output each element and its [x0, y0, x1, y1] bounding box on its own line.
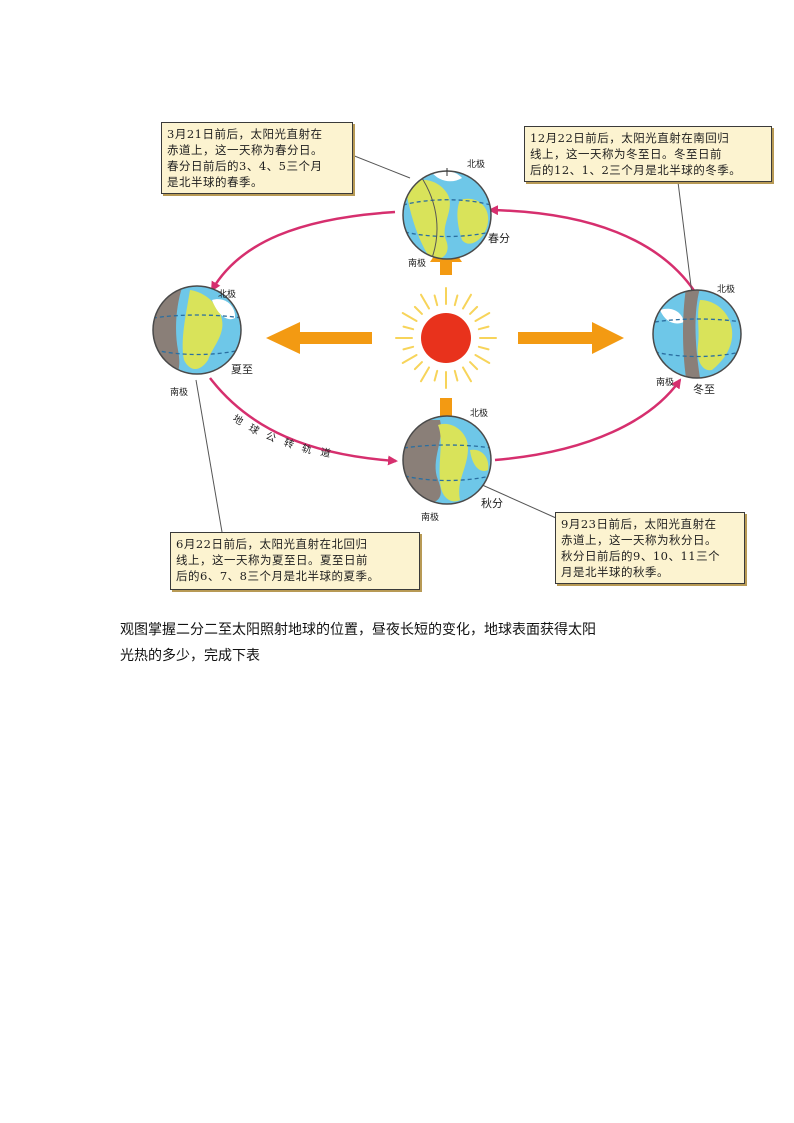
label-south-pole-right: 南极 [656, 376, 674, 388]
label-north-pole-top: 北极 [467, 158, 485, 170]
arrow-right [518, 322, 624, 354]
sun-ray [413, 361, 423, 371]
sun-ray [401, 312, 418, 322]
label-south-pole-top: 南极 [408, 257, 426, 269]
orbit-char: 公 [264, 431, 278, 445]
earth-spring [402, 168, 492, 260]
sun-ray [433, 294, 439, 307]
label-autumn-equinox: 秋分 [481, 496, 503, 510]
label-south-pole-bottom: 南极 [421, 511, 439, 523]
label-north-pole-bottom: 北极 [470, 407, 488, 419]
diagram-canvas: 北极 南极 北极 南极 北极 南极 北极 南极 春分 夏至 秋分 冬至 地 球 … [152, 154, 742, 533]
sun-ray [453, 369, 459, 382]
note-autumn-equinox: 9月23日前后，太阳光直射在 赤道上，这一天称为秋分日。 秋分日前后的9、10、… [555, 512, 745, 584]
sun-ray [462, 366, 472, 383]
sun-ray [433, 369, 439, 382]
orbit-arc-top-left [210, 210, 396, 292]
note-summer-solstice: 6月22日前后，太阳光直射在北回归 线上，这一天称为夏至日。夏至日前 后的6、7… [170, 532, 420, 590]
orbit-arc-top-right [488, 205, 697, 293]
earth-autumn [402, 415, 492, 505]
orbit-path [209, 205, 697, 466]
sun [421, 313, 471, 363]
orbit-arc-bottom-right [494, 378, 682, 462]
sun-ray [469, 305, 479, 315]
sun-ray [420, 293, 430, 310]
label-north-pole-left: 北极 [218, 288, 236, 300]
arrow-left [266, 322, 372, 354]
note-spring-equinox: 3月21日前后，太阳光直射在 赤道上，这一天称为春分日。 春分日前后的3、4、5… [161, 122, 353, 194]
sun-ray [474, 354, 491, 364]
sun-ray [462, 293, 472, 310]
instruction-text: 观图掌握二分二至太阳照射地球的位置，昼夜长短的变化，地球表面获得太阳 光热的多少… [120, 617, 680, 669]
orbit-char: 道 [319, 445, 331, 460]
sun-ray [477, 345, 490, 351]
sun-ray [477, 325, 490, 331]
sun-ray [474, 312, 491, 322]
sun-ray [402, 345, 415, 351]
instruction-line: 光热的多少，完成下表 [120, 648, 260, 664]
note-winter-solstice: 12月22日前后，太阳光直射在南回归 线上，这一天称为冬至日。冬至日前 后的12… [524, 126, 772, 182]
leader-lines [195, 154, 693, 533]
earth-revolution-diagram: 北极 南极 北极 南极 北极 南极 北极 南极 春分 夏至 秋分 冬至 地 球 … [152, 122, 772, 590]
label-spring-equinox: 春分 [488, 232, 510, 245]
orbit-arc-bottom-left [209, 377, 398, 466]
sun-ray [413, 305, 423, 315]
sun-ray [469, 361, 479, 371]
earth-winter [652, 289, 742, 379]
label-south-pole-left: 南极 [170, 386, 188, 398]
sun-ray [402, 325, 415, 331]
orbit-char: 地 [230, 412, 245, 428]
sun-ray [401, 354, 418, 364]
sun-ray [453, 294, 459, 307]
label-north-pole-right: 北极 [717, 283, 735, 295]
orbit-char: 轨 [300, 441, 313, 456]
sun-ray [420, 366, 430, 383]
label-winter-solstice: 冬至 [693, 382, 715, 396]
sun-rays [395, 287, 497, 389]
arrow-down-stub [440, 398, 452, 416]
orbit-char: 转 [282, 436, 296, 452]
instruction-line: 观图掌握二分二至太阳照射地球的位置，昼夜长短的变化，地球表面获得太阳 [120, 622, 596, 638]
label-summer-solstice: 夏至 [231, 363, 253, 376]
